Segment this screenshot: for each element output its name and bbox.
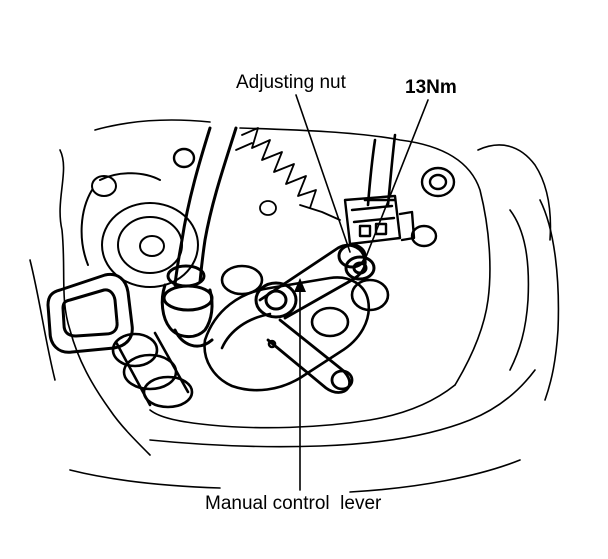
adjusting-nut (337, 243, 376, 281)
switch-connector (343, 194, 416, 246)
leader-lines (295, 94, 429, 491)
control-cable (160, 126, 238, 348)
speed-sensor-bolt (111, 331, 194, 409)
transmission-case (29, 119, 560, 493)
torque-leader (363, 99, 429, 263)
case-bolt (172, 147, 456, 248)
input-hub (80, 172, 199, 288)
switch-mount-lobes (220, 264, 390, 338)
torque-label: 13Nm (405, 77, 457, 98)
manual-lever-leader-arrow (294, 278, 306, 292)
adjusting-nut-leader (295, 94, 351, 253)
adjusting-nut-label: Adjusting nut (236, 72, 346, 93)
return-spring (235, 127, 341, 221)
manual-control-lever-label: Manual control lever (205, 493, 382, 514)
lever-nut (254, 281, 298, 319)
mounting-bracket (46, 272, 134, 354)
